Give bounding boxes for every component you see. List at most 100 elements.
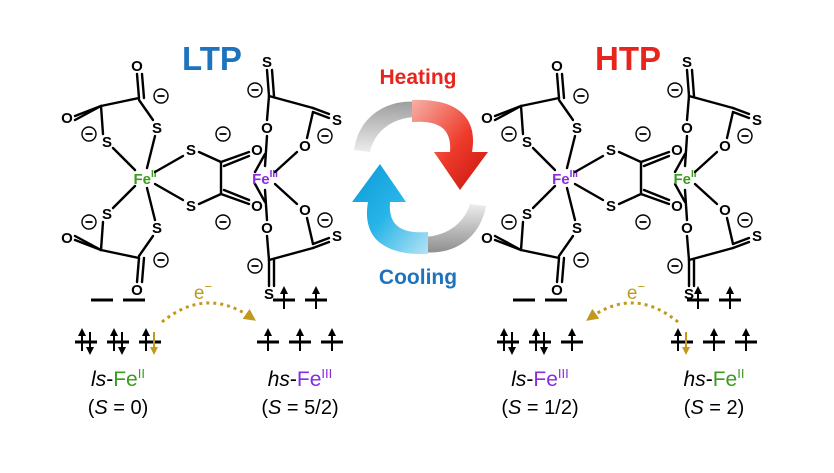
bond [557, 234, 575, 258]
cooling-label: Cooling [379, 266, 457, 289]
eg-orbital [305, 286, 327, 309]
bond [73, 234, 103, 252]
bond [99, 248, 141, 260]
s-atom: S [522, 206, 532, 223]
s-atom: S [332, 228, 342, 245]
bond [135, 72, 141, 100]
bond [137, 98, 155, 122]
o-atom: O [131, 282, 143, 299]
bond [493, 104, 523, 122]
bond [731, 110, 751, 120]
fe-center-left: FeII [133, 169, 156, 188]
bond [311, 236, 331, 246]
bridge-s-bottom: S [186, 198, 196, 215]
htp-orbital-diagram [497, 286, 757, 355]
bond [265, 68, 271, 98]
s-atom: S [572, 220, 582, 237]
bond [731, 106, 751, 116]
o-atom: O [481, 230, 493, 247]
bond [693, 150, 719, 174]
bond [219, 192, 251, 206]
s-atom: S [752, 112, 762, 129]
bond [687, 94, 735, 110]
svg-text:ls-FeII: ls-FeII [91, 366, 145, 391]
bridge-o-bottom: O [251, 198, 263, 215]
bond [639, 150, 671, 164]
s-atom: S [682, 54, 692, 71]
fe-center-right: FeIII [252, 169, 278, 188]
s-atom: S [264, 286, 274, 303]
o-atom: O [299, 138, 311, 155]
bond [267, 246, 315, 262]
s-atom: S [102, 134, 112, 151]
bond [263, 134, 269, 168]
t2g-orbital [321, 328, 343, 351]
svg-text:(S = 1/2): (S = 1/2) [501, 397, 578, 419]
negative-charge [215, 126, 231, 142]
bond [690, 68, 696, 98]
bond [197, 150, 223, 164]
transition-arrows [352, 99, 488, 255]
htp-electron-transfer-arrow [586, 301, 679, 324]
eg-orbital [273, 286, 295, 309]
bond [731, 240, 751, 250]
bond [731, 236, 751, 246]
bond [305, 110, 315, 140]
o-atom: O [261, 220, 273, 237]
o-atom: O [551, 58, 563, 75]
bond [99, 220, 105, 252]
svg-text:ls-FeIII: ls-FeIII [511, 366, 569, 391]
bond [617, 192, 643, 206]
bond [197, 192, 223, 206]
bond [519, 96, 561, 108]
svg-text:(S = 5/2): (S = 5/2) [261, 397, 338, 419]
bond [265, 94, 271, 122]
t2g-orbital [75, 328, 97, 355]
bridge-s-top: S [186, 142, 196, 159]
s-atom: S [152, 220, 162, 237]
bond [99, 96, 141, 108]
bond [555, 72, 561, 100]
bond [99, 104, 105, 136]
s-atom: S [102, 206, 112, 223]
bond [725, 216, 735, 246]
bond [311, 110, 331, 120]
bond [565, 186, 577, 222]
bond [687, 246, 735, 262]
negative-charge [573, 88, 589, 104]
o-atom: O [719, 138, 731, 155]
bond [311, 240, 331, 250]
o-atom: O [61, 110, 73, 127]
bond [153, 154, 185, 174]
o-atom: O [61, 230, 73, 247]
s-atom: S [152, 120, 162, 137]
bond [685, 94, 691, 122]
negative-charge [501, 214, 517, 230]
heating-label: Heating [379, 66, 456, 89]
s-atom: S [262, 54, 272, 71]
negative-charge [737, 212, 753, 228]
bond [263, 188, 269, 222]
bond [573, 182, 605, 202]
bond [560, 256, 566, 284]
svg-text:hs-FeIII: hs-FeIII [268, 366, 333, 391]
bond [531, 146, 557, 172]
bridge-s-bottom: S [606, 198, 616, 215]
bond [253, 152, 267, 174]
eg-orbital [719, 286, 741, 309]
bond [639, 192, 671, 206]
bond [673, 182, 687, 204]
bond [137, 234, 155, 258]
bond [273, 182, 299, 206]
t2g-orbital [257, 328, 279, 351]
svg-text:(S = 0): (S = 0) [88, 397, 149, 419]
bond [519, 220, 525, 252]
negative-charge [501, 126, 517, 142]
negative-charge [737, 128, 753, 144]
eg-orbital [687, 286, 709, 309]
fe-center-left: FeIII [552, 169, 578, 188]
t2g-orbital [529, 328, 551, 355]
negative-charge [667, 82, 683, 98]
bond [219, 150, 251, 164]
